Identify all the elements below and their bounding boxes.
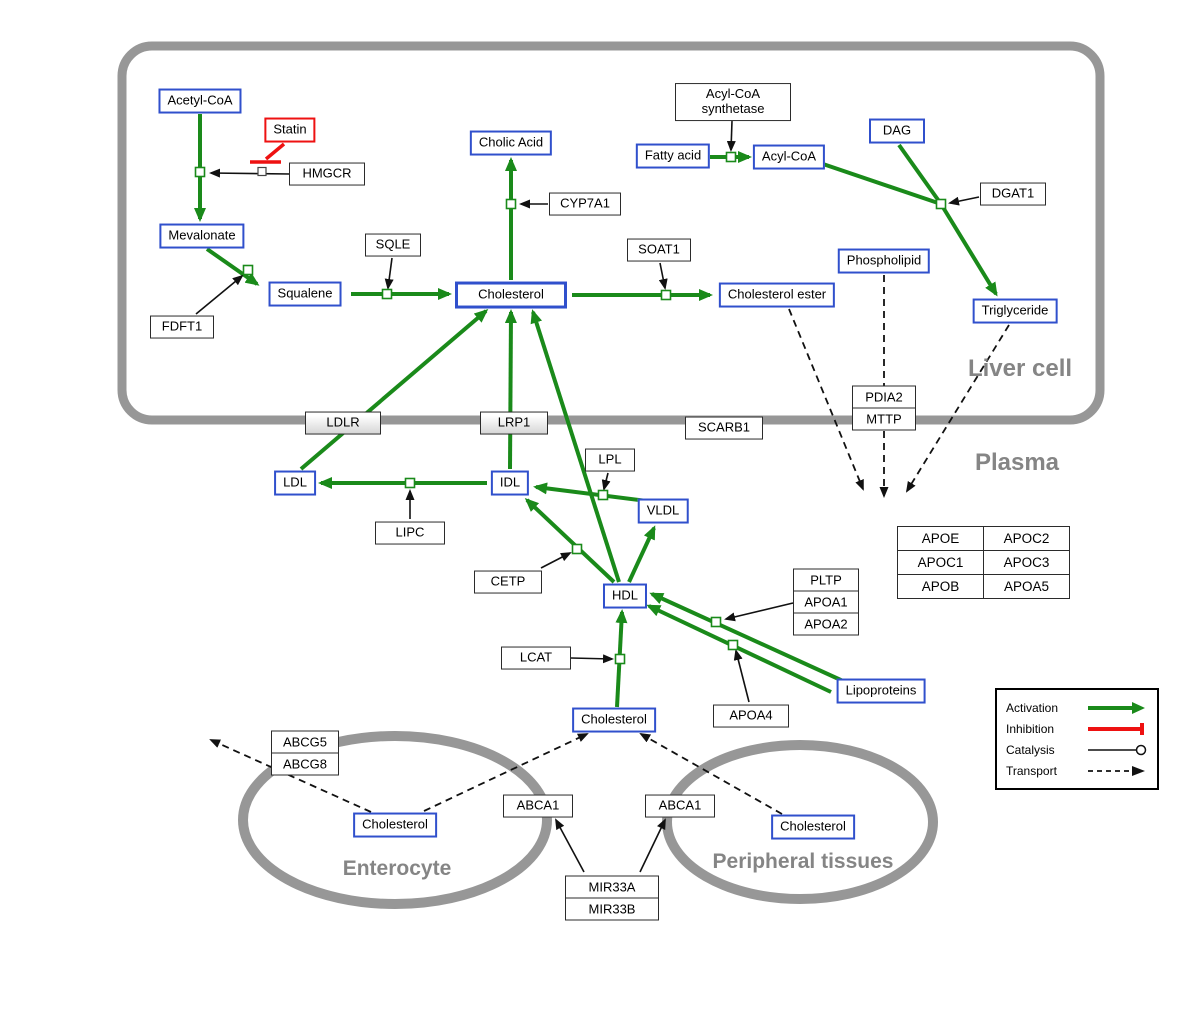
node-cholesterol-peripheral[interactable]: Cholesterol [771,814,855,840]
node-fatty-acid[interactable]: Fatty acid [635,143,711,169]
legend-catalysis-label: Catalysis [1006,742,1055,757]
node-squalene[interactable]: Squalene [268,281,342,307]
enterocyte-label: Enterocyte [342,857,452,880]
node-apob[interactable]: APOB [897,574,984,599]
node-idl[interactable]: IDL [490,470,530,496]
node-sqle[interactable]: SQLE [365,233,421,257]
node-acetyl-coa[interactable]: Acetyl-CoA [158,88,242,114]
node-ldlr[interactable]: LDLR [305,411,381,435]
node-apoc2[interactable]: APOC2 [983,526,1070,551]
node-lipc[interactable]: LIPC [375,521,445,545]
node-dgat1[interactable]: DGAT1 [980,182,1046,206]
peripheral-tissues-label: Peripheral tissues [712,850,894,873]
node-mevalonate[interactable]: Mevalonate [159,223,245,249]
node-mir33b[interactable]: MIR33B [565,897,659,921]
node-cholesterol-plasma[interactable]: Cholesterol [572,707,656,733]
node-vldl[interactable]: VLDL [637,498,689,524]
legend-row-catalysis: Catalysis [1006,739,1148,760]
node-apoc1[interactable]: APOC1 [897,550,984,575]
activation-edges [194,114,998,708]
node-triglyceride[interactable]: Triglyceride [972,298,1058,324]
apolipoprotein-table: APOE APOC2 APOC1 APOC3 APOB APOA5 [897,526,1070,599]
transport-edges [209,275,1010,815]
stack-abcg5-abcg8: ABCG5 ABCG8 [271,730,339,776]
reaction-anchors [194,151,947,665]
legend-inhibition-label: Inhibition [1006,721,1055,736]
node-lcat[interactable]: LCAT [501,646,571,670]
node-mir33a[interactable]: MIR33A [565,875,659,899]
node-apoa2[interactable]: APOA2 [793,612,859,636]
legend-row-inhibition: Inhibition [1006,718,1148,739]
node-ldl[interactable]: LDL [274,470,316,496]
node-apoe[interactable]: APOE [897,526,984,551]
node-abcg5[interactable]: ABCG5 [271,730,339,754]
liver-cell-label: Liver cell [967,355,1073,382]
stack-pltp-apoa1-apoa2: PLTP APOA1 APOA2 [793,568,859,636]
node-fdft1[interactable]: FDFT1 [150,315,214,339]
node-abcg8[interactable]: ABCG8 [271,752,339,776]
node-mttp[interactable]: MTTP [852,407,916,431]
node-cholesterol-ester[interactable]: Cholesterol ester [718,282,836,308]
node-abca1-peripheral[interactable]: ABCA1 [645,794,715,818]
node-acyl-coa[interactable]: Acyl-CoA [752,144,826,170]
node-apoa1[interactable]: APOA1 [793,590,859,614]
node-pdia2[interactable]: PDIA2 [852,385,916,409]
node-apoc3[interactable]: APOC3 [983,550,1070,575]
node-statin[interactable]: Statin [264,117,316,143]
node-acyl-coa-synthetase[interactable]: Acyl-CoA synthetase [675,83,791,121]
node-phospholipid[interactable]: Phospholipid [837,248,931,274]
node-cetp[interactable]: CETP [474,570,542,594]
catalysis-circle-icon [1088,744,1147,755]
node-hmgcr[interactable]: HMGCR [289,162,365,186]
node-lrp1[interactable]: LRP1 [480,411,548,435]
node-lipoproteins[interactable]: Lipoproteins [836,678,926,704]
stack-mir33a-mir33b: MIR33A MIR33B [565,875,659,921]
enterocyte-membrane [238,731,552,909]
node-cholic-acid[interactable]: Cholic Acid [469,130,553,156]
legend: Activation Inhibition Catalysis Transpor… [995,688,1159,790]
node-scarb1[interactable]: SCARB1 [685,416,763,440]
inhibition-tbar-icon [1088,722,1144,735]
node-cholesterol-liver[interactable]: Cholesterol [455,281,567,309]
catalysis-edges [195,120,980,873]
node-hdl[interactable]: HDL [602,583,648,609]
inhibition-edge [250,142,286,164]
node-cyp7a1[interactable]: CYP7A1 [549,192,621,216]
node-dag[interactable]: DAG [869,118,925,144]
legend-transport-label: Transport [1006,763,1057,778]
node-cholesterol-enterocyte[interactable]: Cholesterol [353,812,437,838]
node-lpl[interactable]: LPL [585,448,635,472]
transport-dashed-arrow-icon [1088,765,1145,776]
plasma-label: Plasma [974,449,1060,476]
node-apoa5[interactable]: APOA5 [983,574,1070,599]
stack-pdia2-mttp: PDIA2 MTTP [852,385,916,431]
legend-activation-label: Activation [1006,700,1059,715]
node-apoa4[interactable]: APOA4 [713,704,789,728]
peripheral-tissues-membrane [662,740,938,904]
activation-arrow-icon [1088,701,1145,714]
node-abca1-enterocyte[interactable]: ABCA1 [503,794,573,818]
node-pltp[interactable]: PLTP [793,568,859,592]
node-soat1[interactable]: SOAT1 [627,238,691,262]
liver-cell-membrane [117,41,1105,425]
hmgcr-anchor [257,166,267,177]
legend-row-transport: Transport [1006,760,1148,781]
legend-row-activation: Activation [1006,697,1148,718]
